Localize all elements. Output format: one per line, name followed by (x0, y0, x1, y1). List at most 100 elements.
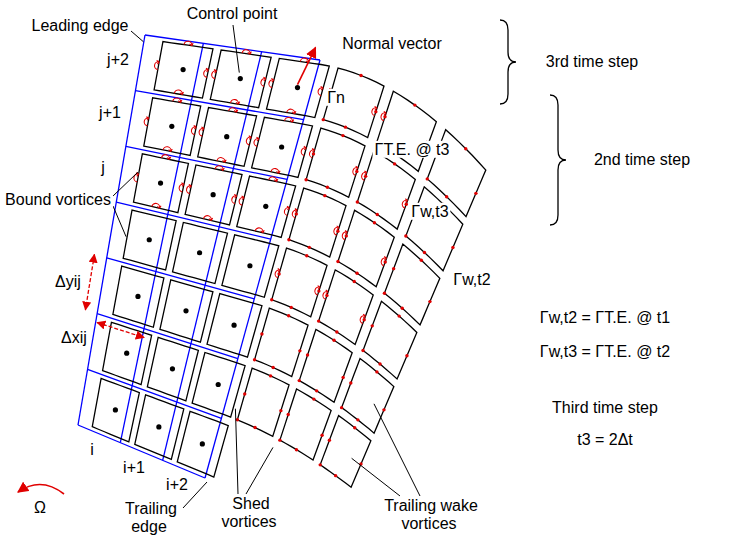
grid-line (163, 52, 262, 461)
wake-vortex-dot (323, 194, 326, 197)
leader-line (233, 25, 239, 73)
wake-vortex-dot (355, 170, 358, 173)
wake-vortex-dot (364, 175, 367, 178)
text-label: j (99, 159, 107, 176)
wake-vortex-dot (341, 376, 344, 379)
wake-vortex-dot (312, 397, 315, 400)
circulation-swirl (317, 86, 323, 96)
vortex-ring-panel (267, 58, 330, 117)
control-point-dot (158, 180, 163, 185)
wake-vortex-dot (340, 406, 343, 409)
wake-vortex-dot (298, 379, 301, 382)
circulation-swirl (217, 157, 226, 163)
text-label: Control point (185, 5, 280, 22)
circulation-swirl (174, 89, 183, 94)
grid-line (88, 369, 222, 418)
circulation-swirl (287, 109, 296, 114)
vortex-ring-panel (135, 395, 184, 460)
text-label: i+1 (121, 459, 147, 476)
label-anchor: Bound vortices (3, 191, 113, 209)
text-label: t3 = 2Δt (575, 431, 635, 448)
text-label: j+2 (105, 51, 131, 68)
control-point-dot (238, 76, 243, 81)
circulation-swirl (314, 285, 320, 295)
wake-vortex-dot (287, 413, 290, 416)
wake-vortex-dot (277, 272, 280, 275)
vortex-ring-panel (198, 107, 257, 166)
wake-vortex-dot (326, 186, 329, 189)
wake-panel (338, 210, 394, 287)
vortex-ring-panel (207, 294, 262, 358)
dimension-lines (85, 254, 144, 337)
text-label: Trailing wake vortices (382, 497, 478, 532)
dimension-line (97, 323, 144, 338)
label-anchor: j+1 (97, 104, 123, 122)
control-point-dot (135, 294, 140, 299)
wake-vortex-dot (401, 307, 404, 310)
wake-vortex-dot (362, 318, 365, 321)
grid-line (78, 35, 145, 425)
wake-vortex-dot (413, 103, 416, 106)
wake-panel (320, 416, 371, 488)
circulation-swirl (242, 49, 251, 54)
wake-vortex-dot (318, 463, 321, 466)
circulation-swirl (371, 106, 377, 116)
circulation-swirl (203, 68, 209, 77)
circulation-swirl (322, 290, 329, 300)
vortex-ring-panel (123, 210, 176, 270)
leader-line (352, 458, 400, 496)
vortex-ring-panel (92, 378, 139, 441)
dimension-line (85, 254, 94, 309)
leader-line (374, 404, 420, 496)
control-point-dot (263, 204, 268, 209)
circulation-swirl (229, 107, 238, 112)
wake-vortex-dot (260, 332, 263, 335)
wake-vortex-dot (271, 366, 274, 369)
label-anchor: j+2 (105, 51, 131, 69)
grid-line (97, 314, 238, 359)
circulation-swirl (152, 203, 161, 209)
circulation-swirl (380, 111, 387, 121)
wake-vortex-dot (344, 125, 347, 128)
wing-panels (92, 42, 329, 477)
wake-panel (406, 187, 463, 271)
wake-vortex-dots (236, 74, 478, 478)
label-anchor: i (88, 441, 96, 459)
vortex-ring-panel (154, 42, 213, 99)
wake-vortex-dot (373, 221, 376, 224)
wake-vortex-dot (253, 358, 256, 361)
circulation-swirl (186, 184, 192, 193)
rotation-arrow (18, 484, 64, 494)
circulation-swirl (144, 116, 150, 125)
circulation-swirl (255, 227, 264, 233)
wake-vortex-dot (426, 177, 429, 180)
wake-vortex-dot (376, 213, 379, 216)
label-anchor: Γw,t2 (451, 271, 492, 289)
wake-vortex-dot (420, 259, 423, 262)
grid-line (145, 35, 320, 60)
wake-vortex-dot (305, 254, 308, 257)
wake-vortex-dot (334, 474, 337, 477)
text-label: Ω (32, 499, 48, 516)
wake-vortex-dot (359, 74, 362, 77)
circulation-swirl (173, 97, 182, 102)
wake-panel (289, 188, 346, 257)
wake-vortex-dot (345, 234, 348, 237)
wake-panel (255, 308, 309, 376)
leader-line (131, 31, 143, 42)
wake-vortex-dot (270, 298, 273, 301)
text-label: i (88, 441, 96, 458)
circulation-swirl (285, 117, 294, 122)
normal-vector-arrow (297, 48, 315, 85)
wake-vortex-dot (295, 448, 298, 451)
vortex-ring-panel (160, 280, 213, 342)
wake-panels (237, 68, 485, 487)
circulation-swirl (163, 146, 172, 152)
grid-line (107, 258, 255, 299)
circulation-swirl (309, 148, 315, 158)
control-point-dot (224, 134, 229, 139)
text-label: Δxij (59, 329, 89, 346)
circulation-swirl (231, 99, 240, 104)
